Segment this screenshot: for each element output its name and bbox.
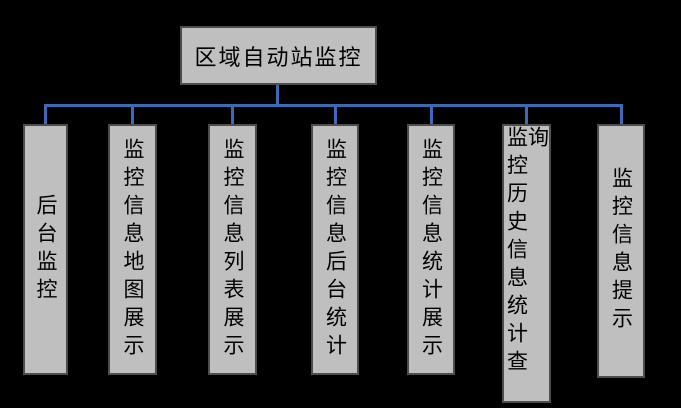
node-monitoring-info-list-display-label: 监控信息列表展示 [221, 137, 245, 362]
root-node-label: 区域自动站监控 [194, 45, 363, 71]
node-monitoring-info-prompt-label: 监控信息提示 [609, 167, 634, 335]
connector-drop-6 [525, 104, 528, 125]
node-monitoring-history-statistics-query-label: 监控历史信息统计查询 [504, 126, 550, 378]
connector-drop-4 [334, 104, 337, 125]
connector-drop-5 [430, 104, 433, 125]
root-node-regional-auto-station-monitoring: 区域自动站监控 [180, 26, 377, 85]
node-monitoring-info-backend-statistics: 监控信息后台统计 [311, 124, 359, 375]
connector-drop-2 [131, 104, 134, 125]
node-monitoring-info-statistics-display: 监控信息统计展示 [407, 124, 455, 375]
connector-horizontal [44, 104, 622, 107]
connector-drop-3 [231, 104, 234, 125]
node-monitoring-info-list-display: 监控信息列表展示 [208, 124, 257, 375]
connector-stem [276, 85, 279, 105]
node-monitoring-history-statistics-query: 监控历史信息统计查询 [502, 124, 551, 403]
connector-drop-7 [620, 104, 623, 125]
node-monitoring-info-map-display-label: 监控信息地图展示 [121, 137, 145, 362]
node-monitoring-info-prompt: 监控信息提示 [597, 124, 645, 378]
connector-drop-1 [44, 104, 47, 125]
node-backend-monitoring: 后台监控 [23, 124, 68, 375]
node-monitoring-info-statistics-display-label: 监控信息统计展示 [419, 137, 444, 362]
node-monitoring-info-backend-statistics-label: 监控信息后台统计 [323, 137, 348, 362]
node-monitoring-info-map-display: 监控信息地图展示 [108, 124, 157, 375]
node-backend-monitoring-label: 后台监控 [34, 193, 58, 306]
